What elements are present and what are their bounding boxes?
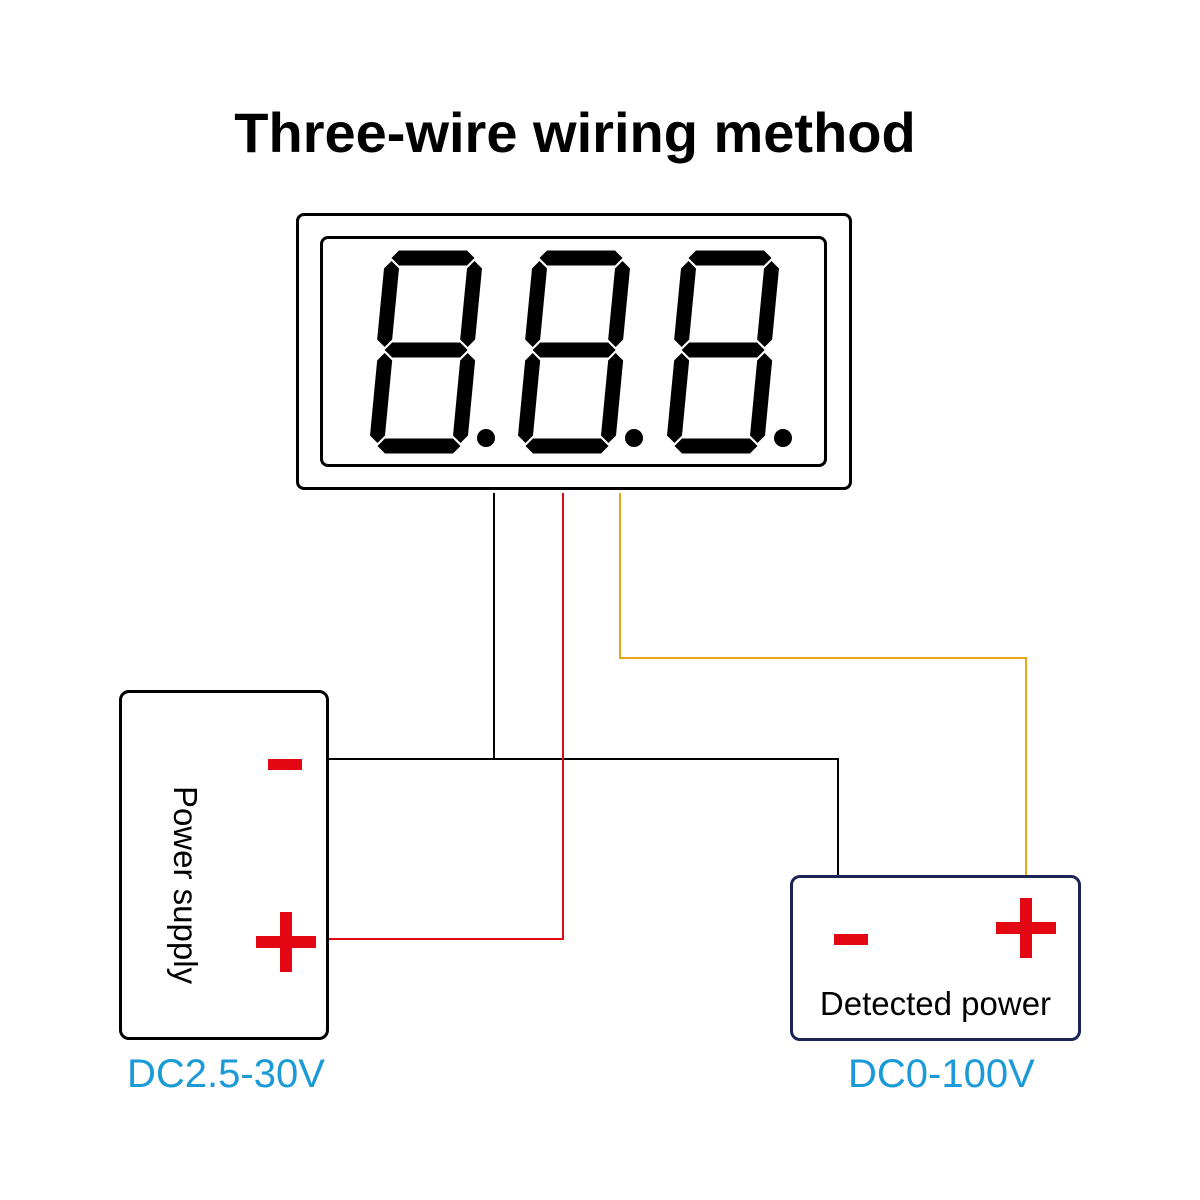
power-supply-range: DC2.5-30V [127,1052,325,1096]
power-supply-label: Power supply [167,785,204,985]
digit-segment-bottom [674,438,758,454]
diagram-title: Three-wire wiring method [234,101,916,164]
digit-segment-middle [681,342,765,358]
voltmeter-screen [320,236,827,467]
black-bus-wire [329,758,839,876]
digit-segment-upper-right [757,261,779,347]
digit-segment-upper-left [525,261,547,347]
digit-segment-lower-right [453,353,476,443]
digit-segment-upper-right [608,261,630,347]
detected-power-box [790,875,1081,1041]
power-supply-box [119,690,329,1040]
digit-segment-lower-right [750,353,773,443]
digit-decimal-point [774,429,792,447]
det-minus-sign [834,934,868,945]
digit-segment-middle [384,342,468,358]
digit-segment-lower-left [518,353,541,443]
digit-segment-upper-left [377,261,399,347]
digit-segment-lower-left [370,353,393,443]
digit-segment-upper-right [460,261,482,347]
det-plus-vertical [1020,898,1032,958]
digit-decimal-point [625,429,643,447]
seven-segment-digits [370,250,792,454]
digit-segment-top [539,250,623,266]
digit-segment-middle [532,342,616,358]
red-power-wire [329,493,564,940]
digit-segment-bottom [377,438,461,454]
detected-power-label: Detected power [819,985,1052,1022]
digit-segment-top [391,250,475,266]
digit-segment-upper-left [674,261,696,347]
yellow-signal-wire [619,493,1027,876]
digit-segment-bottom [525,438,609,454]
detected-power-range: DC0-100V [848,1052,1035,1096]
psu-minus-sign [268,759,302,770]
voltmeter-housing [296,213,852,490]
digit-segment-top [688,250,772,266]
psu-plus-vertical [280,912,292,972]
digit-decimal-point [477,429,495,447]
digit-segment-lower-right [601,353,624,443]
digit-segment-lower-left [667,353,690,443]
